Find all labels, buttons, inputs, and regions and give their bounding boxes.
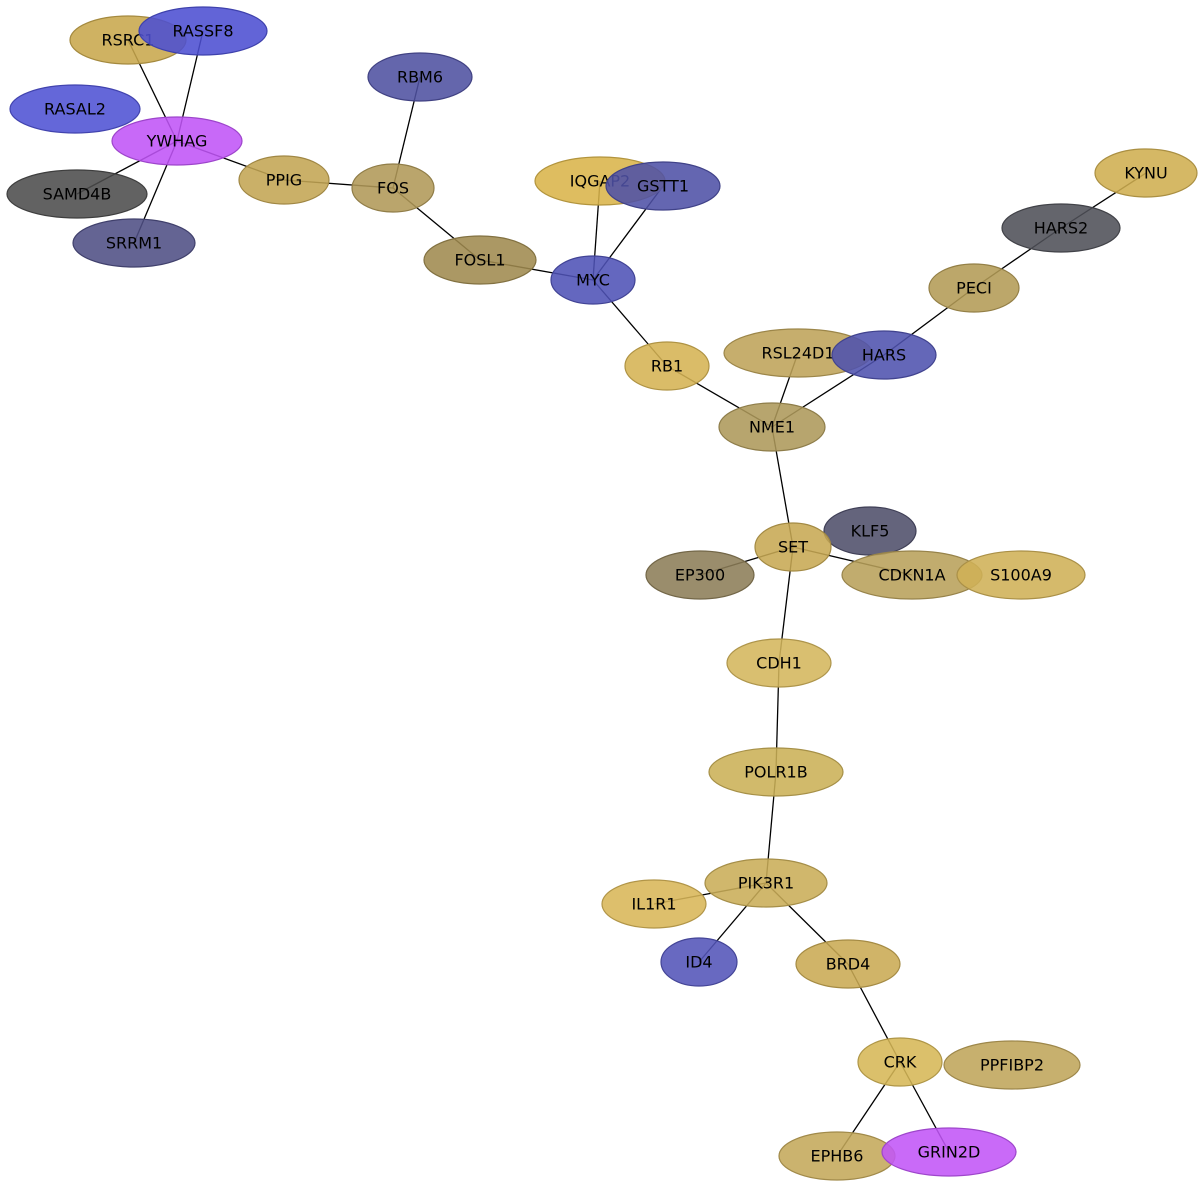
node-shape-gstt1[interactable] xyxy=(605,161,721,211)
node-label-grin2d: GRIN2D xyxy=(918,1143,981,1162)
node-label-nme1: NME1 xyxy=(749,418,795,437)
node-shape-ywhag[interactable] xyxy=(111,116,243,166)
node-shape-rb1[interactable] xyxy=(624,341,710,391)
node-shape-pik3r1[interactable] xyxy=(704,858,828,908)
node-rasal2[interactable]: RASAL2 xyxy=(9,84,141,134)
node-peci[interactable]: PECI xyxy=(928,263,1020,313)
node-hars2[interactable]: HARS2 xyxy=(1001,203,1121,253)
node-fos[interactable]: FOS xyxy=(351,163,435,213)
node-il1r1[interactable]: IL1R1 xyxy=(601,879,707,929)
node-samd4b[interactable]: SAMD4B xyxy=(6,169,148,219)
node-shape-il1r1[interactable] xyxy=(601,879,707,929)
node-label-ywhag: YWHAG xyxy=(146,132,208,151)
node-shape-rbm6[interactable] xyxy=(367,52,473,102)
node-shape-fos[interactable] xyxy=(351,163,435,213)
node-klf5[interactable]: KLF5 xyxy=(823,506,917,556)
node-polr1b[interactable]: POLR1B xyxy=(708,747,844,797)
node-srrm1[interactable]: SRRM1 xyxy=(72,218,196,268)
node-shape-nme1[interactable] xyxy=(718,402,826,452)
node-label-rassf8: RASSF8 xyxy=(172,22,233,41)
node-label-fos: FOS xyxy=(377,179,409,198)
node-brd4[interactable]: BRD4 xyxy=(795,939,901,989)
node-shape-kynu[interactable] xyxy=(1094,148,1198,198)
node-shape-ppfibp2[interactable] xyxy=(943,1040,1081,1090)
node-id4[interactable]: ID4 xyxy=(660,937,738,987)
node-label-srrm1: SRRM1 xyxy=(106,234,162,253)
node-grin2d[interactable]: GRIN2D xyxy=(881,1127,1017,1177)
node-label-klf5: KLF5 xyxy=(851,522,890,541)
node-cdkn1a[interactable]: CDKN1A xyxy=(841,550,983,600)
node-shape-hars[interactable] xyxy=(831,330,937,380)
node-hars[interactable]: HARS xyxy=(831,330,937,380)
node-shape-samd4b[interactable] xyxy=(6,169,148,219)
node-label-cdh1: CDH1 xyxy=(756,654,802,673)
node-shape-hars2[interactable] xyxy=(1001,203,1121,253)
node-label-il1r1: IL1R1 xyxy=(631,895,676,914)
node-fosl1[interactable]: FOSL1 xyxy=(423,235,537,285)
node-label-kynu: KYNU xyxy=(1124,164,1167,183)
node-pik3r1[interactable]: PIK3R1 xyxy=(704,858,828,908)
node-shape-cdh1[interactable] xyxy=(726,638,832,688)
node-label-hars2: HARS2 xyxy=(1034,219,1088,238)
node-label-id4: ID4 xyxy=(685,953,712,972)
node-label-rasal2: RASAL2 xyxy=(44,100,106,119)
node-shape-klf5[interactable] xyxy=(823,506,917,556)
node-shape-fosl1[interactable] xyxy=(423,235,537,285)
node-label-polr1b: POLR1B xyxy=(744,763,807,782)
node-s100a9[interactable]: S100A9 xyxy=(956,550,1086,600)
node-myc[interactable]: MYC xyxy=(550,255,636,305)
node-label-crk: CRK xyxy=(884,1053,917,1072)
node-gstt1[interactable]: GSTT1 xyxy=(605,161,721,211)
node-ywhag[interactable]: YWHAG xyxy=(111,116,243,166)
node-shape-id4[interactable] xyxy=(660,937,738,987)
node-label-ephb6: EPHB6 xyxy=(811,1147,864,1166)
node-ppfibp2[interactable]: PPFIBP2 xyxy=(943,1040,1081,1090)
node-shape-srrm1[interactable] xyxy=(72,218,196,268)
node-label-fosl1: FOSL1 xyxy=(454,251,505,270)
node-rbm6[interactable]: RBM6 xyxy=(367,52,473,102)
node-label-ppig: PPIG xyxy=(266,171,302,190)
node-shape-brd4[interactable] xyxy=(795,939,901,989)
node-kynu[interactable]: KYNU xyxy=(1094,148,1198,198)
node-label-rb1: RB1 xyxy=(651,357,683,376)
node-label-cdkn1a: CDKN1A xyxy=(878,566,945,585)
node-label-pik3r1: PIK3R1 xyxy=(738,874,794,893)
node-rb1[interactable]: RB1 xyxy=(624,341,710,391)
node-label-samd4b: SAMD4B xyxy=(43,185,112,204)
node-label-hars: HARS xyxy=(862,346,906,365)
node-shape-ppig[interactable] xyxy=(238,155,330,205)
node-label-rsl24d1: RSL24D1 xyxy=(761,344,834,363)
node-label-set: SET xyxy=(778,538,808,557)
node-ephb6[interactable]: EPHB6 xyxy=(778,1131,896,1181)
node-label-brd4: BRD4 xyxy=(826,955,871,974)
node-shape-rassf8[interactable] xyxy=(138,6,268,56)
node-label-peci: PECI xyxy=(956,279,992,298)
node-set[interactable]: SET xyxy=(754,522,832,572)
node-shape-polr1b[interactable] xyxy=(708,747,844,797)
node-shape-set[interactable] xyxy=(754,522,832,572)
node-label-gstt1: GSTT1 xyxy=(637,177,689,196)
node-nme1[interactable]: NME1 xyxy=(718,402,826,452)
node-rassf8[interactable]: RASSF8 xyxy=(138,6,268,56)
node-ppig[interactable]: PPIG xyxy=(238,155,330,205)
node-label-ep300: EP300 xyxy=(675,566,725,585)
node-label-myc: MYC xyxy=(576,271,610,290)
node-label-s100a9: S100A9 xyxy=(990,566,1052,585)
node-crk[interactable]: CRK xyxy=(857,1037,943,1087)
node-ep300[interactable]: EP300 xyxy=(645,550,755,600)
node-shape-s100a9[interactable] xyxy=(956,550,1086,600)
node-shape-crk[interactable] xyxy=(857,1037,943,1087)
node-label-ppfibp2: PPFIBP2 xyxy=(980,1056,1044,1075)
node-shape-myc[interactable] xyxy=(550,255,636,305)
node-shape-ep300[interactable] xyxy=(645,550,755,600)
node-shape-peci[interactable] xyxy=(928,263,1020,313)
node-shape-rasal2[interactable] xyxy=(9,84,141,134)
node-label-rbm6: RBM6 xyxy=(397,68,443,87)
node-shape-grin2d[interactable] xyxy=(881,1127,1017,1177)
node-cdh1[interactable]: CDH1 xyxy=(726,638,832,688)
